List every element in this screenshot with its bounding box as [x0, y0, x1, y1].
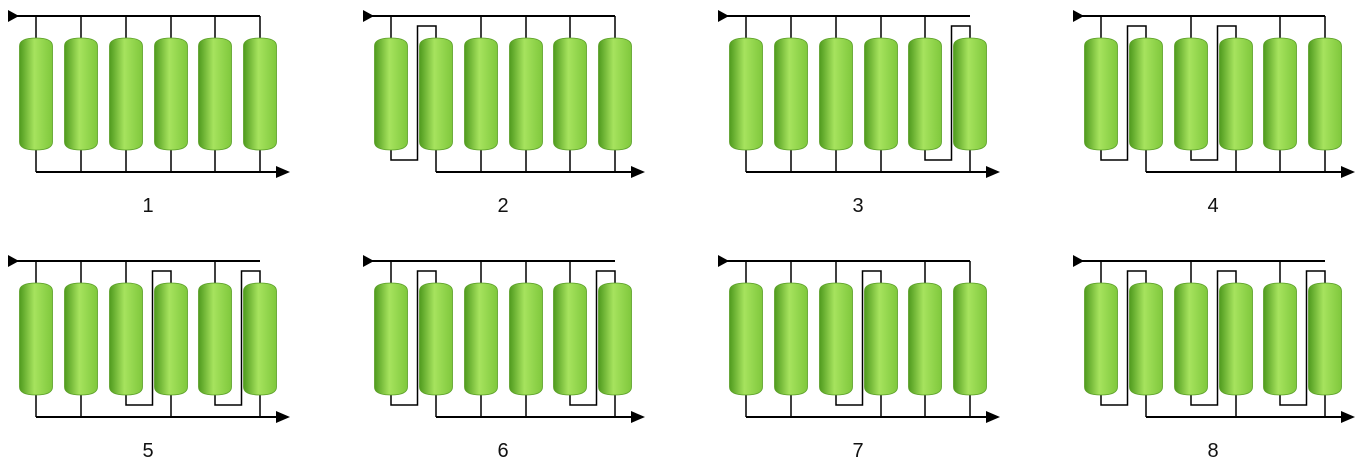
vessel	[64, 282, 98, 396]
configuration-panel: 7	[718, 255, 1000, 460]
vessel	[1174, 282, 1208, 396]
vessel	[419, 282, 453, 396]
configuration-panel: 4	[1073, 10, 1355, 217]
vessel	[864, 37, 898, 151]
configuration-panel: 6	[363, 255, 645, 460]
configuration-label: 4	[1207, 195, 1218, 217]
series-crossover-pipe	[390, 270, 437, 406]
vessel	[419, 37, 453, 151]
series-crossover-pipe	[214, 270, 261, 406]
vessel	[1129, 37, 1163, 151]
series-crossover-pipe	[924, 25, 971, 161]
vessel	[908, 37, 942, 151]
vessel	[509, 282, 543, 396]
vessel	[1084, 282, 1118, 396]
vessel	[1129, 282, 1163, 396]
series-crossover-pipe	[390, 25, 437, 161]
inlet-arrow	[363, 255, 374, 267]
configuration-label: 8	[1207, 440, 1218, 460]
configuration-panel: 2	[363, 10, 645, 217]
vessel	[464, 282, 498, 396]
vessel	[1174, 37, 1208, 151]
configuration-panel: 1	[8, 10, 290, 217]
series-crossover-pipe	[1100, 25, 1147, 161]
configuration-panel: 5	[8, 255, 290, 460]
vessel	[1263, 282, 1297, 396]
inlet-arrow	[718, 255, 729, 267]
vessel	[464, 37, 498, 151]
configuration-label: 5	[142, 440, 153, 460]
configuration-label: 7	[852, 440, 863, 460]
vessel	[374, 37, 408, 151]
inlet-arrow	[1073, 255, 1084, 267]
vessel	[774, 282, 808, 396]
vessel	[109, 282, 143, 396]
outlet-arrow	[986, 166, 1000, 178]
configuration-label: 6	[497, 440, 508, 460]
configuration-panel: 3	[718, 10, 1000, 217]
vessel	[374, 282, 408, 396]
outlet-arrow	[631, 166, 645, 178]
series-crossover-pipe	[125, 270, 172, 406]
vessel	[553, 37, 587, 151]
vessel	[1308, 282, 1342, 396]
vessel	[1219, 282, 1253, 396]
series-crossover-pipe	[1100, 270, 1147, 406]
vessel	[198, 37, 232, 151]
vessel	[864, 282, 898, 396]
outlet-arrow	[276, 166, 290, 178]
vessel	[553, 282, 587, 396]
vessel	[109, 37, 143, 151]
vessel	[1263, 37, 1297, 151]
configuration-panel: 8	[1073, 255, 1355, 460]
vessel	[819, 282, 853, 396]
vessel	[729, 37, 763, 151]
vessel	[908, 282, 942, 396]
vessel	[154, 282, 188, 396]
vessel	[1084, 37, 1118, 151]
vessel	[953, 282, 987, 396]
inlet-arrow	[718, 10, 729, 22]
series-crossover-pipe	[569, 270, 616, 406]
series-crossover-pipe	[1190, 25, 1237, 161]
outlet-arrow	[276, 411, 290, 423]
inlet-arrow	[8, 10, 19, 22]
vessel	[19, 37, 53, 151]
outlet-arrow	[986, 411, 1000, 423]
inlet-arrow	[1073, 10, 1084, 22]
outlet-arrow	[1341, 166, 1355, 178]
inlet-arrow	[363, 10, 374, 22]
outlet-arrow	[631, 411, 645, 423]
vessel	[953, 37, 987, 151]
vessel	[1219, 37, 1253, 151]
vessel	[1308, 37, 1342, 151]
vessel	[19, 282, 53, 396]
vessel	[598, 282, 632, 396]
vessel	[819, 37, 853, 151]
vessel	[64, 37, 98, 151]
vessel	[243, 282, 277, 396]
vessel	[509, 37, 543, 151]
series-crossover-pipe	[835, 270, 882, 406]
configuration-label: 3	[852, 195, 863, 217]
vessel	[598, 37, 632, 151]
series-crossover-pipe	[1279, 270, 1326, 406]
outlet-arrow	[1341, 411, 1355, 423]
configuration-label: 1	[142, 195, 153, 217]
vessel	[729, 282, 763, 396]
configuration-label: 2	[497, 195, 508, 217]
inlet-arrow	[8, 255, 19, 267]
vessel	[198, 282, 232, 396]
vessel	[774, 37, 808, 151]
vessel	[243, 37, 277, 151]
series-crossover-pipe	[1190, 270, 1237, 406]
vessel	[154, 37, 188, 151]
